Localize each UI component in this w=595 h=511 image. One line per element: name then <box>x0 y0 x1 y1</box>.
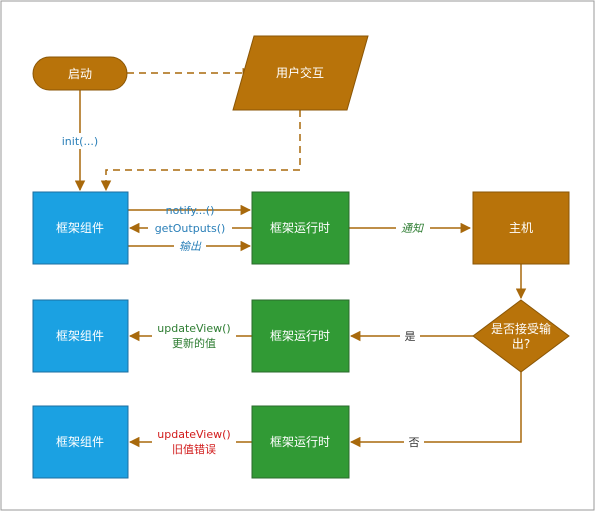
node-runtime-2-label: 框架运行时 <box>270 329 330 343</box>
node-runtime-2 <box>251 299 350 373</box>
node-component-2 <box>32 299 129 373</box>
node-interaction-label: 用户交互 <box>276 65 324 80</box>
output-label-bg <box>174 239 206 253</box>
get-outputs-label-bg <box>148 221 232 235</box>
node-decision <box>472 299 570 373</box>
init-label: init(...) <box>62 135 98 148</box>
node-component-3-label: 框架组件 <box>56 435 104 449</box>
no-label-bg <box>404 434 424 450</box>
notify-host-label: 通知 <box>401 222 425 235</box>
node-runtime-3-label: 框架运行时 <box>270 435 330 449</box>
node-component-1-label: 框架组件 <box>56 221 104 235</box>
node-decision-label-line2: 出? <box>512 337 530 351</box>
node-start <box>32 56 128 91</box>
new-value-label: 更新的值 <box>172 336 216 350</box>
node-runtime-1 <box>251 191 350 265</box>
node-host <box>472 191 570 265</box>
node-start-label: 启动 <box>68 67 92 81</box>
yes-label: 是 <box>405 330 416 343</box>
output-label: 输出 <box>179 240 202 253</box>
old-value-error-label: 旧值错误 <box>172 442 216 456</box>
update-view-err-label-bg <box>152 426 236 458</box>
update-view-ok-label: updateView() <box>157 322 230 335</box>
init-label-bg <box>58 133 102 149</box>
notify-label: notify...() <box>166 204 215 217</box>
node-component-3 <box>32 405 129 479</box>
node-component-2-label: 框架组件 <box>56 329 104 343</box>
notify-host-label-bg <box>396 219 430 235</box>
node-runtime-1-label: 框架运行时 <box>270 221 330 235</box>
get-outputs-label: getOutputs() <box>155 222 226 235</box>
edge-no <box>349 372 522 448</box>
edge-interaction-to-component <box>100 110 301 192</box>
node-host-label: 主机 <box>509 221 533 235</box>
update-view-err-label: updateView() <box>157 428 230 441</box>
yes-label-bg <box>400 328 420 344</box>
node-decision-label-line1: 是否接受输 <box>491 321 551 336</box>
no-label: 否 <box>409 436 420 449</box>
node-interaction <box>232 35 369 111</box>
node-component-1 <box>32 191 129 265</box>
node-runtime-3 <box>251 405 350 479</box>
update-view-ok-label-bg <box>152 320 236 352</box>
